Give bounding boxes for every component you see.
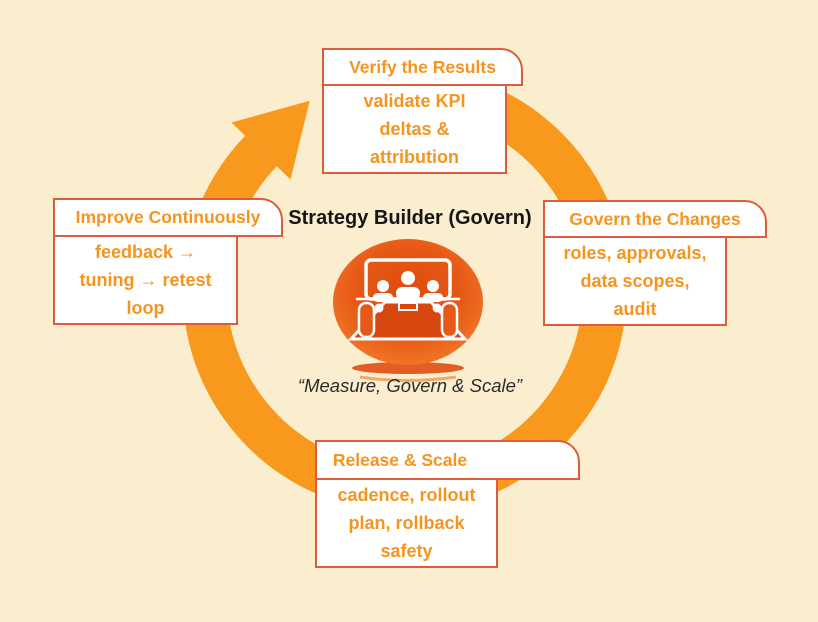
card-title: Verify the Results: [322, 48, 523, 86]
card-title: Improve Continuously: [53, 198, 283, 237]
person-center-body: [396, 287, 420, 300]
chair-left-knob: [374, 303, 384, 313]
card-title: Release & Scale: [315, 440, 580, 480]
person-left-head: [377, 280, 389, 292]
card-body: feedback → tuning → retest loop: [53, 237, 238, 325]
boardroom-meeting-icon: [333, 239, 483, 382]
icon-reflection: [359, 375, 457, 382]
person-right-head: [427, 280, 439, 292]
card-body: cadence, rollout plan, rollback safety: [315, 480, 498, 568]
person-right-body: [423, 293, 443, 302]
release-scale-card: Release & Scale cadence, rollout plan, r…: [315, 440, 580, 568]
card-title: Govern the Changes: [543, 200, 767, 238]
icon-shadow: [352, 362, 464, 374]
diagram-quote: “Measure, Govern & Scale”: [297, 375, 523, 396]
chair-right: [440, 301, 459, 339]
govern-changes-card: Govern the Changes roles, approvals, dat…: [543, 200, 767, 326]
chair-left: [357, 301, 376, 339]
document-on-table: [398, 302, 418, 311]
card-body: roles, approvals, data scopes, audit: [543, 238, 727, 326]
person-center-head: [401, 271, 415, 285]
person-left-body: [373, 293, 393, 302]
verify-results-card: Verify the Results validate KPI deltas &…: [322, 48, 523, 174]
diagram-title: Strategy Builder (Govern): [288, 207, 532, 229]
improve-continuously-card: Improve Continuously feedback → tuning →…: [53, 198, 283, 325]
cycle-arrowhead-icon: [231, 100, 310, 180]
chair-right-knob: [432, 303, 442, 313]
card-body: validate KPI deltas & attribution: [322, 86, 507, 174]
